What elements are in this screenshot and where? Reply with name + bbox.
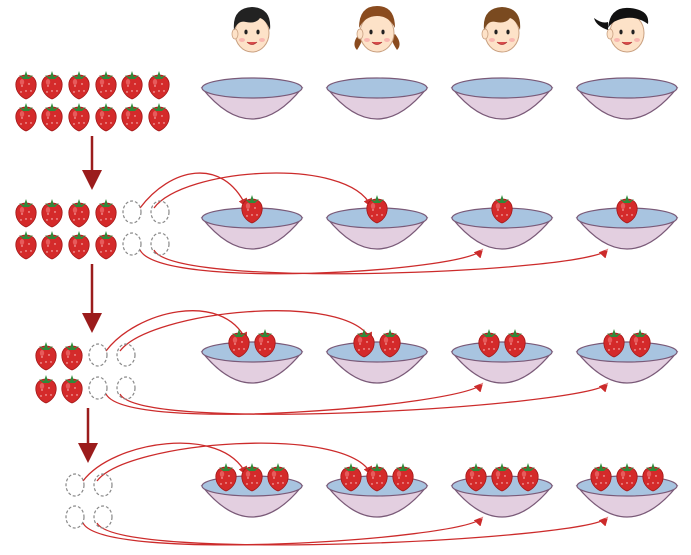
pile-strawberry-1-1-4	[121, 103, 143, 132]
bowl-stage-1-child-2	[325, 77, 429, 124]
pile-strawberry-1-1-1	[41, 103, 63, 132]
bowl-strawberry-4-3-1	[465, 463, 487, 492]
stage-3	[35, 329, 651, 404]
bowl-strawberry-4-4-2	[616, 463, 638, 492]
bowl-strawberry-2-3-1	[491, 195, 513, 224]
bowl-strawberry-3-4-1	[603, 329, 625, 358]
pile-strawberry-1-1-2	[68, 103, 90, 132]
bowl-stage-3-child-1	[200, 341, 304, 388]
empty-slot-4-0-0	[65, 473, 85, 497]
empty-slot-3-0-1	[116, 343, 136, 367]
pile-strawberry-1-0-4	[121, 71, 143, 100]
bowl-strawberry-3-2-2	[379, 329, 401, 358]
arrow-stage-4-to-child-2	[96, 442, 372, 482]
empty-slot-2-1-0	[122, 232, 142, 256]
pile-strawberry-3-0-1	[61, 342, 83, 371]
pile-strawberry-1-1-0	[15, 103, 37, 132]
bowls-layer	[200, 77, 679, 522]
bowl-stage-1-child-4	[575, 77, 679, 124]
distribution-arrows	[82, 172, 609, 546]
arrow-stage-2-to-child-2	[153, 172, 372, 209]
arrow-stage-3-to-child-2	[119, 310, 372, 352]
pile-strawberry-1-0-5	[148, 71, 170, 100]
empty-slot-2-0-1	[150, 200, 170, 224]
bowl-strawberry-4-2-3	[392, 463, 414, 492]
bowl-strawberry-4-1-3	[267, 463, 289, 492]
face-girl-1	[354, 6, 400, 53]
pile-strawberry-2-1-3	[95, 231, 117, 260]
bowl-strawberry-3-1-2	[254, 329, 276, 358]
empty-slot-3-0-0	[88, 343, 108, 367]
pile-strawberry-3-0-0	[35, 342, 57, 371]
arrow-stage-2-to-child-1	[139, 172, 247, 209]
empty-slot-2-1-1	[150, 232, 170, 256]
arrow-stage-3-to-child-3	[105, 382, 484, 415]
pile-strawberry-1-0-2	[68, 71, 90, 100]
arrow-stage-2-to-child-4	[153, 248, 609, 275]
pile-strawberry-2-1-0	[15, 231, 37, 260]
arrow-stage-4-to-child-3	[82, 516, 484, 546]
pile-strawberry-2-1-1	[41, 231, 63, 260]
face-boy-2	[481, 7, 521, 53]
pile-strawberry-3-1-1	[61, 375, 83, 404]
bowl-strawberry-4-4-3	[642, 463, 664, 492]
pile-strawberry-2-0-2	[68, 199, 90, 228]
pile-strawberry-1-0-3	[95, 71, 117, 100]
empty-slot-4-1-0	[65, 505, 85, 529]
bowl-strawberry-2-4-1	[616, 195, 638, 224]
bowl-strawberry-3-2-1	[353, 329, 375, 358]
empty-slot-4-0-1	[93, 473, 113, 497]
bowl-strawberry-3-3-2	[504, 329, 526, 358]
bowl-strawberry-4-3-2	[491, 463, 513, 492]
step-arrows	[78, 136, 102, 463]
empty-slot-3-1-0	[88, 376, 108, 400]
pile-strawberry-2-0-1	[41, 199, 63, 228]
arrow-stage-3-to-child-1	[105, 310, 247, 352]
stage-4	[65, 463, 664, 529]
empty-slot-3-1-1	[116, 376, 136, 400]
pile-strawberry-1-1-5	[148, 103, 170, 132]
bowl-strawberry-3-4-2	[629, 329, 651, 358]
pile-strawberry-3-1-0	[35, 375, 57, 404]
pile-strawberry-2-0-3	[95, 199, 117, 228]
bowl-strawberry-4-4-1	[590, 463, 612, 492]
bowl-stage-1-child-3	[450, 77, 554, 124]
bowl-strawberry-4-2-1	[340, 463, 362, 492]
bowl-stage-1-child-1	[200, 77, 304, 124]
arrow-stage-3-to-child-4	[119, 382, 609, 415]
bowl-strawberry-2-1-1	[241, 195, 263, 224]
pile-strawberry-2-0-0	[15, 199, 37, 228]
bowl-strawberry-3-3-1	[478, 329, 500, 358]
bowl-strawberry-4-1-2	[241, 463, 263, 492]
arrow-stage-2-to-child-3	[139, 248, 484, 275]
bowl-strawberry-2-2-1	[366, 195, 388, 224]
bowl-stage-3-child-2	[325, 341, 429, 388]
arrow-stage-4-to-child-1	[82, 442, 247, 482]
pile-strawberry-1-0-0	[15, 71, 37, 100]
arrow-stage-4-to-child-4	[96, 516, 609, 546]
bowl-stage-3-child-4	[575, 341, 679, 388]
bowl-strawberry-4-2-2	[366, 463, 388, 492]
bowl-strawberry-4-1-1	[215, 463, 237, 492]
empty-slot-4-1-1	[93, 505, 113, 529]
children-row	[231, 6, 649, 53]
pile-strawberry-1-1-3	[95, 103, 117, 132]
stage-1	[15, 71, 170, 132]
bowl-stage-3-child-3	[450, 341, 554, 388]
bowl-strawberry-4-3-3	[517, 463, 539, 492]
strawberries-layer	[15, 71, 664, 529]
empty-slot-2-0-0	[122, 200, 142, 224]
pile-strawberry-1-0-1	[41, 71, 63, 100]
stage-2	[15, 195, 638, 260]
bowl-strawberry-3-1-1	[228, 329, 250, 358]
face-boy-1	[231, 7, 271, 53]
face-girl-2	[594, 7, 649, 53]
pile-strawberry-2-1-2	[68, 231, 90, 260]
